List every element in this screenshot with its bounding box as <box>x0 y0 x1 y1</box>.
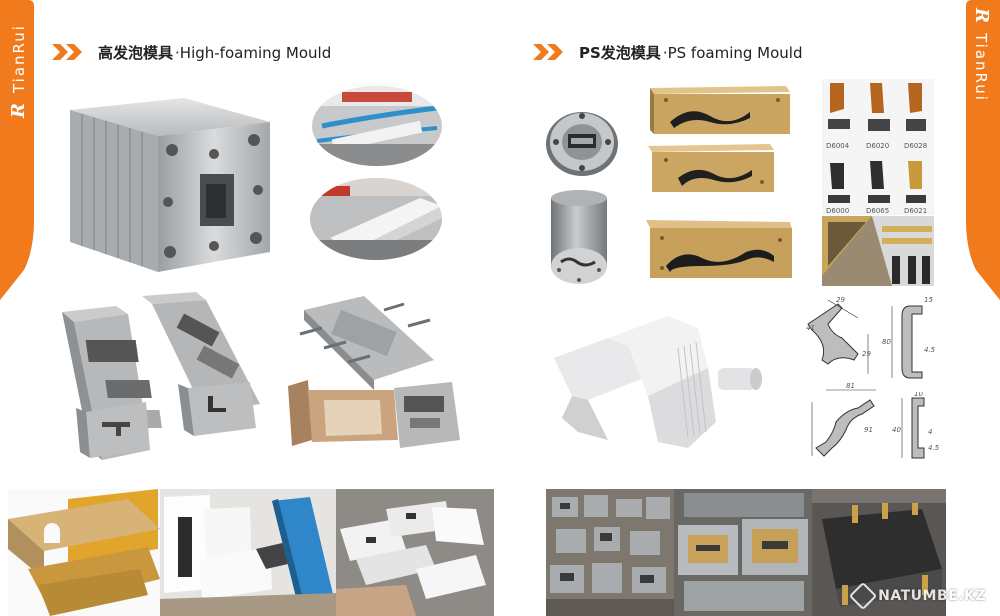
dim-10: 10 <box>914 392 923 398</box>
brass-die-block-2-photo <box>644 142 776 194</box>
profile-code-6: D6021 <box>904 207 928 215</box>
round-die-side-photo <box>545 190 615 288</box>
profile-code-4: D6000 <box>826 207 850 215</box>
left-brand-label: R TianRui <box>8 24 29 118</box>
dim-81: 81 <box>846 382 855 390</box>
profile-code-3: D6028 <box>904 142 928 150</box>
dim-40: 40 <box>892 426 901 434</box>
left-title-en: High-foaming Mould <box>179 43 332 62</box>
dim-91: 91 <box>864 426 873 434</box>
profile-drawing-3: 81 91 <box>806 382 886 462</box>
ps-profile-catalog-grid: D6004 D6020 D6028 D6000 D6065 D6021 <box>822 79 934 215</box>
double-chevron-icon <box>533 44 567 60</box>
foamed-profiles-photo <box>160 489 336 616</box>
dim-15: 15 <box>924 296 933 304</box>
round-die-front-photo <box>542 104 622 178</box>
extrusion-line-photo-1 <box>312 86 442 166</box>
profile-code-5: D6065 <box>866 207 890 215</box>
molded-parts-photo <box>336 489 494 616</box>
right-brand-label: R TianRui <box>971 8 992 102</box>
brand-logo-glyph: R <box>8 101 29 118</box>
brass-die-block-1-photo <box>646 84 792 136</box>
left-strip-shape <box>0 0 34 300</box>
frame-samples-photo <box>822 216 934 286</box>
profile-drawing-2: 15 80 4.5 <box>880 294 942 384</box>
workshop-moulds-photo-3 <box>812 489 946 616</box>
right-title-separator: · <box>662 43 668 62</box>
workshop-moulds-photo-2 <box>674 489 812 616</box>
dim-4-5b: 4.5 <box>928 444 940 452</box>
double-chevron-icon <box>52 44 86 60</box>
mould-with-wpc-profiles-photo <box>284 290 476 462</box>
extrusion-line-photo-2 <box>310 178 442 260</box>
right-section-title: PS发泡模具·PS foaming Mould <box>579 42 802 63</box>
dim-29-top: 29 <box>836 296 845 304</box>
watermark-logo-icon <box>848 581 878 611</box>
right-title-zh: PS发泡模具 <box>579 43 661 62</box>
dim-41: 41 <box>806 324 815 332</box>
dim-80: 80 <box>882 338 891 346</box>
profile-code-2: D6020 <box>866 142 890 150</box>
left-section-title: 高发泡模具·High-foaming Mould <box>98 42 331 63</box>
brass-die-block-3-photo <box>642 218 794 280</box>
white-ps-moulding-photo <box>548 308 768 456</box>
watermark-text: NATUMBE.KZ <box>878 588 986 604</box>
right-brand-strip: R TianRui <box>966 0 1000 616</box>
brand-logo-glyph: R <box>971 8 992 25</box>
high-foaming-mould-photo <box>64 92 274 274</box>
mould-assembly-photo-1 <box>50 292 265 462</box>
profile-drawing-1: 29 41 29 <box>798 294 878 378</box>
left-title-separator: · <box>175 43 180 62</box>
workshop-moulds-photo-1 <box>546 489 674 616</box>
right-section-header: PS发泡模具·PS foaming Mould <box>533 40 802 64</box>
wpc-board-samples-photo <box>8 489 160 616</box>
profile-drawing-4: 10 40 4 4.5 <box>892 392 944 466</box>
dim-4: 4 <box>928 428 933 436</box>
right-title-en: PS foaming Mould <box>667 43 803 62</box>
right-strip-shape <box>966 0 1000 300</box>
left-title-zh: 高发泡模具 <box>98 43 174 62</box>
left-section-header: 高发泡模具·High-foaming Mould <box>52 40 331 64</box>
brand-name: TianRui <box>972 32 990 102</box>
brand-name: TianRui <box>10 24 28 94</box>
dim-4-5: 4.5 <box>924 346 936 354</box>
profile-code-1: D6004 <box>826 142 850 150</box>
left-brand-strip: R TianRui <box>0 0 34 616</box>
dim-29-side: 29 <box>862 350 871 358</box>
watermark: NATUMBE.KZ <box>848 581 986 611</box>
